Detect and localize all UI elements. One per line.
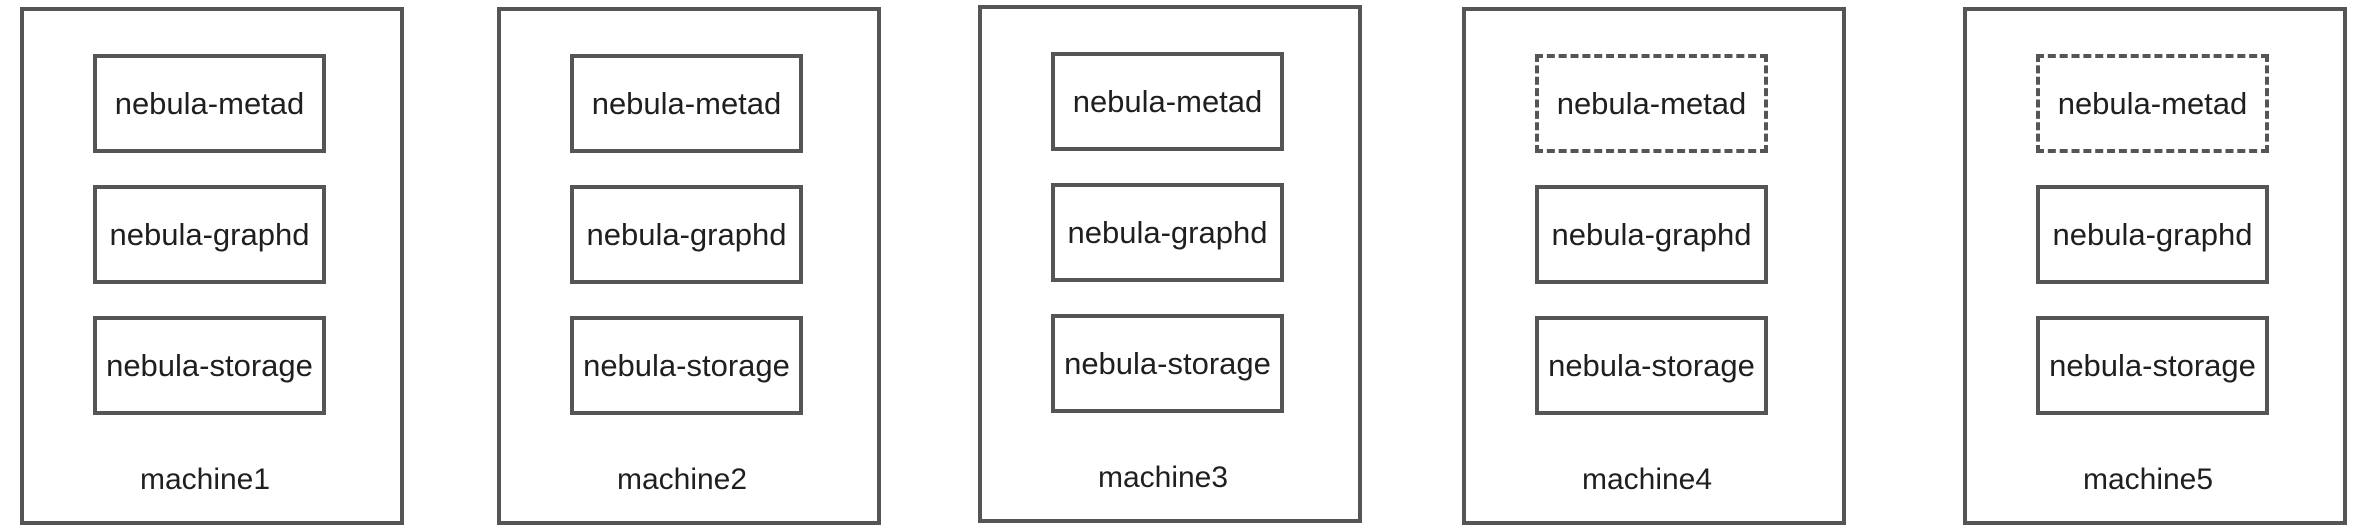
machine-label: machine3 [1097,461,1229,494]
service-nebula-graphd: nebula-graphd [2036,185,2269,284]
service-nebula-metad: nebula-metad [1051,52,1284,151]
service-nebula-graphd: nebula-graphd [1051,183,1284,282]
service-nebula-graphd: nebula-graphd [93,185,326,284]
machine-label: machine5 [2082,463,2214,496]
machine-box-1: nebula-metad nebula-graphd nebula-storag… [20,7,404,525]
service-nebula-storage: nebula-storage [1535,316,1768,415]
machine-box-2: nebula-metad nebula-graphd nebula-storag… [497,7,881,525]
machine-box-4: nebula-metad nebula-graphd nebula-storag… [1462,7,1846,525]
service-nebula-storage: nebula-storage [1051,314,1284,413]
service-nebula-metad: nebula-metad [93,54,326,153]
machine-label: machine4 [1581,463,1713,496]
service-nebula-storage: nebula-storage [93,316,326,415]
service-nebula-graphd: nebula-graphd [570,185,803,284]
service-nebula-metad: nebula-metad [2036,54,2269,153]
service-nebula-metad: nebula-metad [570,54,803,153]
machine-label: machine1 [139,463,271,496]
machine-box-3: nebula-metad nebula-graphd nebula-storag… [978,5,1362,523]
machine-box-5: nebula-metad nebula-graphd nebula-storag… [1963,7,2347,525]
service-nebula-graphd: nebula-graphd [1535,185,1768,284]
machine-label: machine2 [616,463,748,496]
service-nebula-storage: nebula-storage [2036,316,2269,415]
service-nebula-storage: nebula-storage [570,316,803,415]
service-nebula-metad: nebula-metad [1535,54,1768,153]
